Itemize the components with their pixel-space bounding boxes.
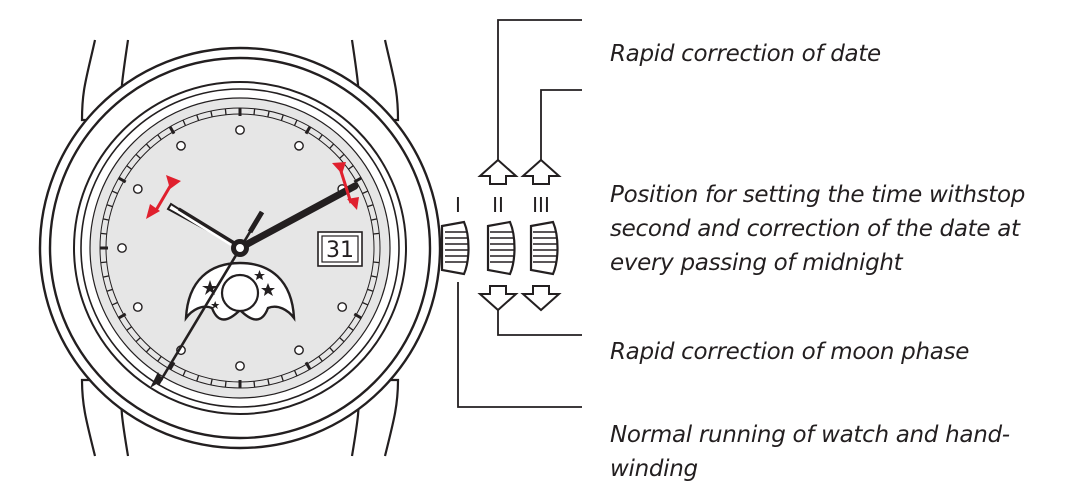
- minute-tick: [367, 288, 374, 292]
- minute-tick: [106, 204, 113, 208]
- leader-lines: [457, 19, 582, 408]
- minute-tick: [106, 288, 113, 292]
- minute-hand: [236, 182, 359, 252]
- minute-tick: [111, 301, 118, 306]
- crown-position-1: I: [440, 193, 470, 276]
- moon-phase-display: [184, 261, 296, 322]
- minute-tick: [339, 153, 345, 159]
- arrow-up-icon: [520, 158, 562, 185]
- minute-tick: [100, 261, 107, 264]
- crown-position-numeral: II: [492, 193, 504, 217]
- hour-tick: [118, 312, 127, 320]
- crown-position-numeral: I: [455, 193, 461, 217]
- minute-tick: [267, 378, 270, 386]
- hour-marker-dot: [132, 302, 143, 312]
- minute-tick: [253, 381, 256, 388]
- hour-marker-dot: [235, 125, 245, 135]
- crown-direction-arrows: [477, 158, 562, 312]
- hour-tick: [353, 312, 362, 320]
- minute-tick: [135, 153, 141, 159]
- minute-tick: [370, 275, 378, 278]
- minute-track: [100, 108, 380, 388]
- minute-tick: [210, 110, 213, 118]
- minute-tick: [373, 232, 380, 235]
- minute-tick: [367, 204, 374, 208]
- minute-tick: [210, 378, 213, 386]
- hour-marker-dot: [176, 140, 186, 151]
- date-window: 31: [317, 231, 363, 267]
- date-value: 31: [326, 238, 354, 263]
- label-normal-running: Normal running of watch and hand-winding: [610, 422, 1010, 482]
- hour-marker-dot: [294, 140, 304, 151]
- minute-tick: [293, 119, 298, 126]
- minute-tick: [267, 110, 270, 118]
- minute-tick: [157, 134, 162, 140]
- minute-tick: [370, 218, 378, 221]
- minute-tick: [126, 326, 132, 331]
- minute-tick: [224, 108, 227, 115]
- minute-tick: [318, 134, 323, 140]
- crown-position-3: III: [529, 193, 559, 276]
- minute-tick: [348, 165, 354, 170]
- minute-tick: [373, 261, 380, 264]
- minute-tick: [182, 370, 187, 377]
- hour-tick: [304, 126, 312, 135]
- minute-tick: [329, 143, 335, 149]
- minute-tick: [196, 375, 200, 382]
- crown-position-numeral: III: [532, 193, 550, 217]
- minute-tick: [293, 370, 298, 377]
- minute-tick: [224, 381, 227, 388]
- hour-marker-dot: [337, 302, 348, 312]
- minute-tick: [126, 165, 132, 170]
- minute-tick: [362, 301, 369, 306]
- hour-tick: [168, 361, 176, 370]
- minute-tick: [102, 218, 110, 221]
- hour-tick: [353, 176, 362, 184]
- hour-marker-dot: [235, 361, 245, 371]
- minute-tick: [135, 337, 141, 343]
- arrow-down-icon: [477, 285, 519, 312]
- minute-tick: [145, 143, 151, 149]
- label-rapid-date-correction: Rapid correction of date: [610, 41, 881, 67]
- minute-tick: [157, 356, 162, 362]
- minute-tick: [100, 232, 107, 235]
- hour-marker-dot: [294, 345, 304, 356]
- hour-tick: [304, 361, 312, 370]
- minute-tick: [182, 119, 187, 126]
- adjust-arrows: [146, 162, 359, 219]
- minute-tick: [318, 356, 323, 362]
- hour-tick: [168, 126, 176, 135]
- minute-tick: [253, 108, 256, 115]
- hour-marker-dot: [117, 243, 127, 253]
- crown-position-2: II: [486, 193, 516, 276]
- watch-hands: [150, 182, 359, 388]
- minute-tick: [145, 347, 151, 353]
- minute-tick: [196, 114, 200, 121]
- label-rapid-moon-correction: Rapid correction of moon phase: [610, 339, 970, 365]
- minute-tick: [339, 337, 345, 343]
- minute-tick: [348, 326, 354, 331]
- label-set-time-position: Position for setting the time withstop s…: [610, 182, 1026, 276]
- minute-tick: [280, 114, 284, 121]
- arrow-down-icon: [520, 285, 562, 312]
- minute-tick: [102, 275, 110, 278]
- hour-tick: [118, 176, 127, 184]
- minute-tick: [111, 190, 118, 195]
- arrow-up-icon: [477, 158, 519, 185]
- minute-tick: [280, 375, 284, 382]
- minute-tick: [362, 190, 369, 195]
- minute-tick: [329, 347, 335, 353]
- hour-marker-dot: [132, 184, 143, 194]
